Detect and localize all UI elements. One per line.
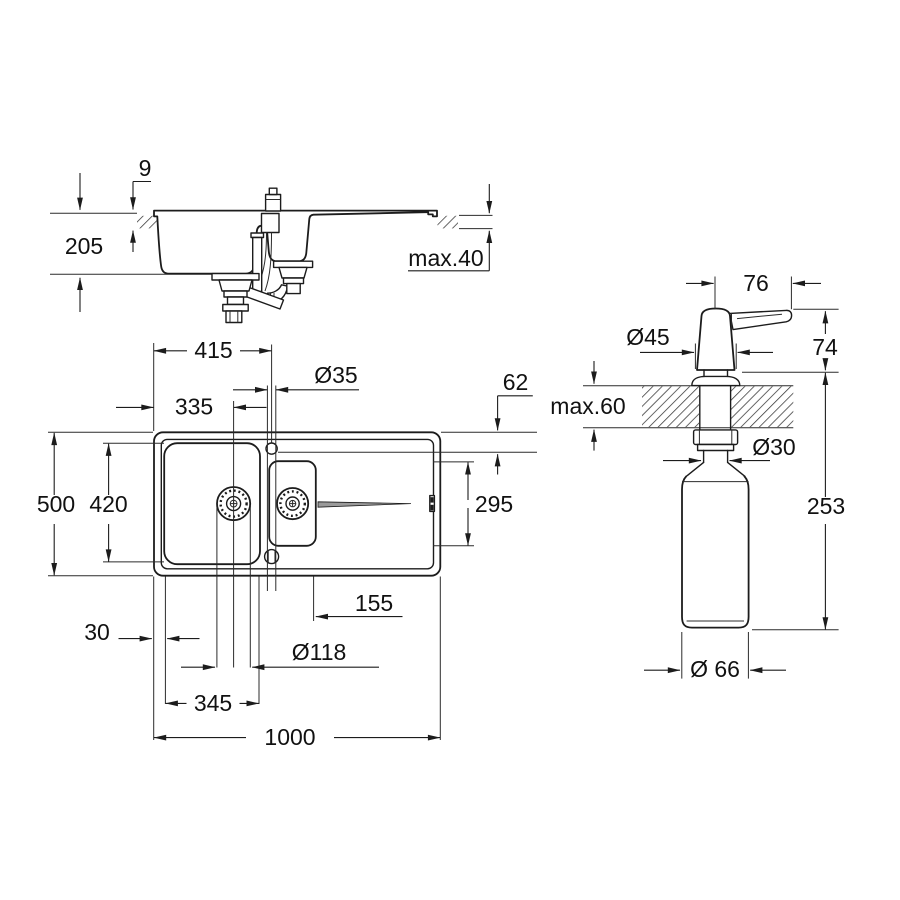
dim-outer-depth: 500: [37, 491, 75, 517]
base-flange: [691, 375, 741, 387]
drain-plumbing: [211, 260, 314, 324]
dim-bottle-dia: Ø 66: [690, 656, 740, 682]
dim-below-counter-height: 253: [807, 493, 845, 519]
counter-hatch: [642, 386, 699, 428]
dim-drain-from-left: 335: [175, 394, 213, 420]
dim-shank-dia: Ø30: [752, 434, 795, 460]
dim-outer-width: 1000: [264, 724, 315, 750]
bottle: [681, 475, 750, 629]
edge-marker: [429, 494, 436, 513]
counter-hatch-left: [137, 215, 158, 229]
tap-hole: [265, 442, 278, 455]
pump-spout: [729, 309, 793, 331]
dim-edge-inset: 62: [503, 369, 529, 395]
top-view: 415 Ø35 335 62 500 420 295 155 30: [37, 337, 537, 750]
dim-head-height: 74: [812, 334, 838, 360]
sink-outline: [153, 431, 442, 577]
dim-counter-max40: max.40: [408, 245, 483, 271]
pump-head: [696, 307, 736, 371]
dim-spout-reach: 76: [743, 270, 769, 296]
half-bowl: [268, 460, 317, 547]
dim-counter-max60: max.60: [550, 393, 625, 419]
dim-head-dia: Ø45: [626, 324, 669, 350]
half-bowl-drain: [276, 487, 310, 521]
faucet-fitting: [250, 187, 282, 293]
counter-hatch-2: [731, 386, 794, 428]
dim-tap-hole-dia: Ø35: [314, 362, 357, 388]
overflow-knob: [263, 548, 280, 565]
drainboard-groove: [317, 501, 412, 508]
counter-hatch-right: [437, 215, 458, 229]
dim-rim-height: 9: [139, 155, 152, 181]
dim-rim-margin: 30: [84, 619, 110, 645]
dim-half-bowl-depth: 295: [475, 491, 513, 517]
dispenser-extension-lines: [681, 276, 839, 679]
dispenser-view: 76 Ø45 74 max.60 Ø30 253 Ø 66: [550, 270, 845, 682]
lock-nut: [692, 429, 739, 446]
dim-bowl-depth: 205: [65, 233, 103, 259]
dim-drainboard-offset: 155: [355, 590, 393, 616]
dim-bowl-inner-depth: 420: [89, 491, 127, 517]
washer: [696, 443, 735, 452]
dim-bowl-inner-width: 345: [194, 690, 232, 716]
main-bowl: [163, 442, 261, 566]
dim-drain-dia: Ø118: [292, 639, 347, 665]
dim-tap-from-left: 415: [194, 337, 232, 363]
side-view: 9 205 max.40: [50, 155, 493, 324]
extension-lines: [48, 343, 537, 740]
